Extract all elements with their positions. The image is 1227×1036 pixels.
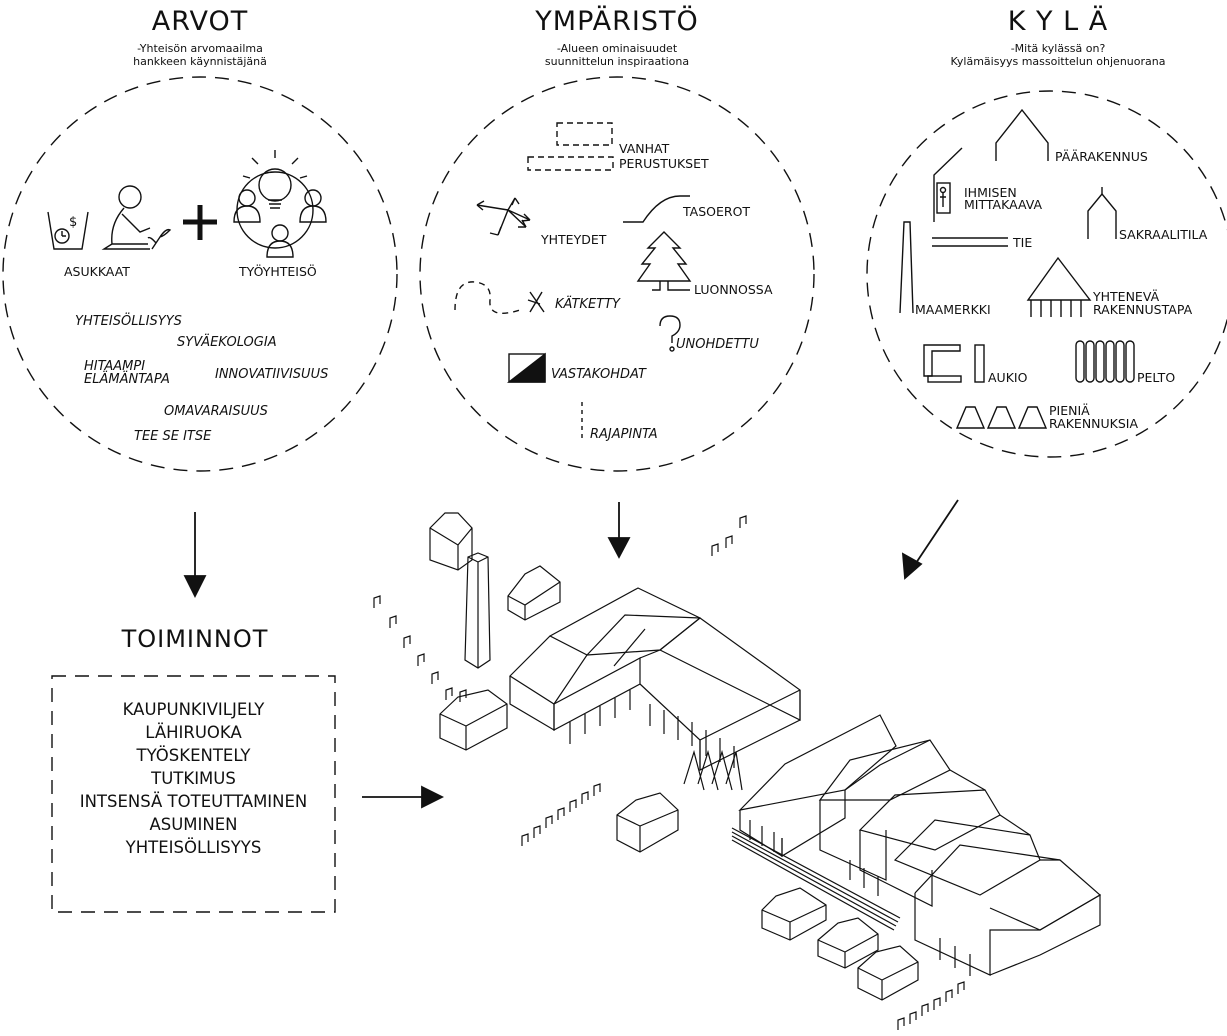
arrow-arvot-down: [183, 512, 207, 599]
label-vastakohdat: VASTAKOHDAT: [551, 367, 646, 382]
arvot-subtitle-2: hankkeen käynnistäjänä: [133, 55, 267, 68]
small-house: [439, 689, 508, 751]
small-house: [429, 512, 473, 571]
small-house: [507, 565, 561, 621]
arvot-circle: [2, 76, 398, 472]
ymparisto-circle: [419, 76, 815, 472]
label-rajapinta: RAJAPINTA: [590, 427, 658, 442]
kyla-subtitle-1: -Mitä kylässä on?: [1010, 42, 1106, 55]
katketty-path: [454, 281, 521, 314]
label-tasoerot: TASOEROT: [683, 204, 751, 219]
svg-text:$: $: [69, 215, 77, 230]
vastakohdat-icon: [506, 352, 546, 383]
label-unohdettu: UNOHDETTU: [676, 337, 759, 352]
pelto-icon: [1075, 340, 1135, 383]
value-syvaekologia: SYVÄEKOLOGIA: [177, 335, 277, 350]
ihmisen-mittakaava-icon: [933, 147, 963, 222]
yhteydet-icon: [476, 197, 531, 236]
sakraalitila-icon: [1087, 187, 1117, 239]
small-house: [616, 792, 679, 853]
label-pelto: PELTO: [1137, 370, 1176, 385]
ymparisto-title: YMPÄRISTÖ: [535, 6, 699, 37]
label-mittakaava: MITTAKAAVA: [964, 197, 1043, 212]
small-house: [857, 945, 919, 1001]
toiminto-item: TYÖSKENTELY: [136, 746, 251, 765]
plus-icon: [183, 205, 217, 240]
maamerkki-icon: [899, 221, 914, 314]
label-vanhat: VANHAT: [619, 141, 670, 156]
toiminto-item: TUTKIMUS: [151, 769, 236, 788]
label-yhteydet: YHTEYDET: [541, 232, 607, 247]
tree-icon: [636, 231, 692, 291]
label-tyoyhteiso: TYÖYHTEISÖ: [239, 264, 317, 279]
label-yhteneva: YHTENEVÄ: [1093, 289, 1160, 304]
toiminto-item: YHTEISÖLLISYYS: [125, 838, 262, 857]
label-rakennuksia: RAKENNUKSIA: [1049, 416, 1139, 431]
label-ihmisen: IHMISEN: [964, 185, 1017, 200]
arrow-toiminnot-right: [362, 785, 445, 809]
ymparisto-subtitle-1: -Alueen ominaisuudet: [556, 42, 678, 55]
label-aukio: AUKIO: [988, 370, 1028, 385]
axonometric-village: [373, 512, 1102, 1030]
toiminto-item: ASUMINEN: [149, 815, 238, 834]
label-perustukset: PERUSTUKSET: [619, 156, 709, 171]
arvot-subtitle-1: -Yhteisön arvomaailma: [137, 42, 263, 55]
tyoyhteiso-icon: [233, 150, 327, 258]
pieniä-rakennuksia-icon: [955, 406, 1048, 429]
label-paarakennus: PÄÄRAKENNUS: [1055, 149, 1148, 164]
kyla-title: K Y L Ä: [1007, 6, 1109, 37]
label-rakennustapa: RAKENNUSTAPA: [1093, 302, 1193, 317]
vanhat-perustukset-icon: [527, 122, 614, 171]
label-pienia: PIENIÄ: [1049, 403, 1090, 418]
kyla-subtitle-2: Kylämäisyys massoittelun ohjenuorana: [950, 55, 1166, 68]
label-sakraalitila: SAKRAALITILA: [1119, 227, 1208, 242]
tie-icon: [932, 237, 1008, 247]
label-katketty: KÄTKETTY: [555, 297, 620, 312]
label-luonnossa: LUONNOSSA: [694, 282, 773, 297]
arrow-ymparisto-down: [607, 502, 631, 559]
toiminnot-title: TOIMINNOT: [121, 625, 269, 653]
toiminto-item: KAUPUNKIVILJELY: [122, 700, 265, 719]
landmark-tower: [464, 552, 491, 669]
toiminnot-list: KAUPUNKIVILJELY LÄHIRUOKA TYÖSKENTELY TU…: [55, 698, 332, 859]
paarakennus-icon: [995, 108, 1049, 161]
label-tie: TIE: [1013, 235, 1033, 250]
katketty-icon: [527, 291, 545, 313]
aukio-icon: [923, 344, 985, 383]
toiminto-item: INTSENSÄ TOTEUTTAMINEN: [79, 792, 308, 811]
yhtenevä-rakennustapa-icon: [1026, 256, 1092, 317]
kyla-circle: [866, 90, 1227, 458]
value-yhteisollisyys: YHTEISÖLLISYYS: [75, 314, 182, 329]
unohdettu-icon: [659, 315, 681, 352]
value-omavaraisuus: OMAVARAISUUS: [164, 404, 268, 419]
label-asukkaat: ASUKKAAT: [64, 264, 130, 279]
arrow-kyla-down: [901, 499, 959, 580]
toiminto-item: LÄHIRUOKA: [145, 723, 242, 742]
ymparisto-subtitle-2: suunnittelun inspiraationa: [544, 55, 690, 68]
label-maamerkki: MAAMERKKI: [915, 302, 991, 317]
value-elamantapa: ELÄMÄNTAPA: [84, 372, 170, 387]
value-hitaampi: HITAAMPI: [84, 359, 146, 374]
small-house: [817, 917, 879, 969]
asukkaat-icon: $: [47, 185, 172, 250]
small-house: [761, 887, 827, 941]
toiminnot-box: [51, 675, 336, 913]
value-tee-se-itse: TEE SE ITSE: [134, 429, 212, 444]
arvot-title: ARVOT: [151, 6, 249, 37]
value-innovatiivisuus: INNOVATIIVISUUS: [215, 367, 329, 382]
tasoerot-icon: [623, 195, 690, 223]
